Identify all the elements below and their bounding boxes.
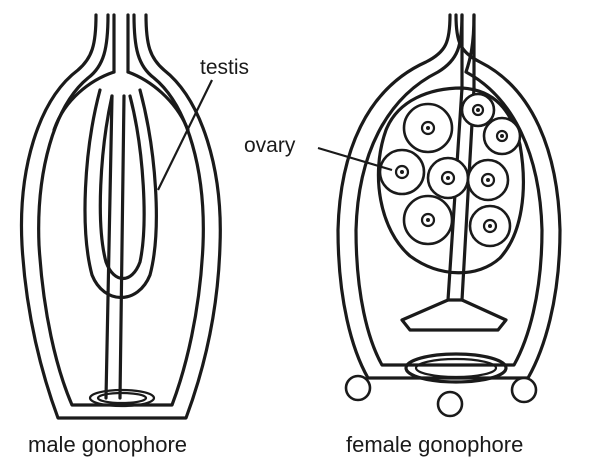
- male-radial-canals: [54, 72, 188, 130]
- male-gonophore: [21, 15, 220, 418]
- male-caption: male gonophore: [28, 432, 187, 457]
- tentacle-knob-center: [438, 392, 462, 416]
- tentacle-knob-right: [512, 378, 536, 402]
- female-gonophore: [318, 15, 560, 416]
- female-chamber: [402, 300, 506, 330]
- ova: [380, 94, 520, 246]
- male-spadix: [106, 96, 124, 398]
- ovary-label: ovary: [244, 134, 296, 157]
- testis-label: testis: [200, 56, 249, 79]
- female-caption: female gonophore: [346, 432, 523, 457]
- tentacle-knob-left: [346, 376, 370, 400]
- male-manubrium: [114, 15, 128, 72]
